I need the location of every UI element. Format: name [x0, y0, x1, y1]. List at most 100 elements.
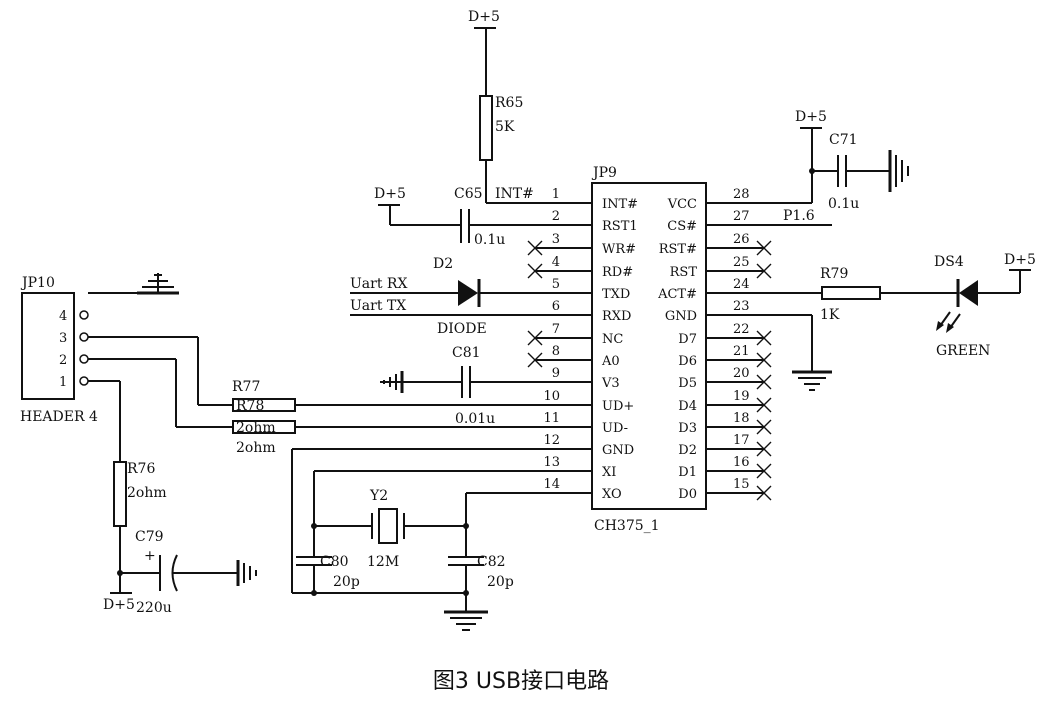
uart-rx-label: Uart RX: [350, 276, 407, 292]
pin-number: 26: [733, 232, 750, 247]
c81-ref: C81: [452, 345, 481, 361]
power-label: D+5: [1004, 252, 1036, 268]
chip-right-pin-numbers: 28 27 26 25 24 23 22 21 20 19 18 17 16 1…: [733, 187, 750, 492]
pin-name: D3: [678, 421, 697, 436]
p16-net-label: P1.6: [783, 208, 815, 224]
pin-name: INT#: [602, 197, 638, 212]
header-body: [21, 292, 75, 400]
d2-value: DIODE: [437, 321, 487, 337]
pin-name: D7: [678, 332, 697, 347]
header-pin-label: 2: [59, 353, 67, 368]
pin-number: 22: [733, 322, 750, 337]
pin-number: 23: [733, 299, 750, 314]
pin-number: 4: [552, 255, 560, 270]
header-pin-label: 3: [59, 331, 67, 346]
pin-number: 13: [543, 455, 560, 470]
pin-name: RD#: [602, 265, 633, 280]
pin-number: 1: [552, 187, 560, 202]
pin-name: D1: [678, 465, 697, 480]
c71-value: 0.1u: [828, 196, 859, 212]
pin-name: A0: [601, 354, 620, 369]
no-connect-markers: [527, 240, 772, 501]
ds4-ref: DS4: [934, 254, 964, 270]
r65-value: 5K: [495, 119, 515, 135]
pin-name: XO: [602, 487, 622, 502]
pin-number: 18: [733, 411, 750, 426]
chip-left-pin-names: INT# RST1 WR# RD# TXD RXD NC A0 V3 UD+ U…: [601, 197, 638, 502]
pin-number: 20: [733, 366, 750, 381]
crystal-network: Y2 12M C80 20p C82 20p: [291, 448, 514, 631]
pin-number: 19: [733, 389, 750, 404]
figure-caption: 图3 USB接口电路: [433, 669, 609, 694]
header-pin-label: 4: [59, 309, 67, 324]
pin-name: D6: [678, 354, 697, 369]
y2-ref: Y2: [369, 488, 388, 504]
pin-name: V3: [601, 376, 620, 391]
r76-value: 2ohm: [127, 485, 167, 501]
header-name: HEADER 4: [20, 409, 98, 425]
c80-ref: C80: [320, 554, 349, 570]
pin-number: 14: [543, 477, 560, 492]
c79-polarity: +: [144, 548, 156, 564]
r79-value: 1K: [820, 307, 840, 323]
r78-value2: 2ohm: [236, 440, 276, 456]
c82-ref: C82: [477, 554, 506, 570]
pin-number: 28: [733, 187, 750, 202]
vcc-c71-branch: D+5 C71 0.1u: [795, 109, 909, 212]
ud-plus-path: R77 R78: [88, 336, 512, 414]
pin-name: D0: [678, 487, 697, 502]
r78-ref: R78: [236, 398, 264, 414]
pin-number: 27: [733, 209, 750, 224]
c79-branch: C79 + 220u: [120, 529, 257, 616]
pin-name: UD+: [602, 399, 634, 414]
c65-value: 0.1u: [474, 232, 505, 248]
pin-name: RST: [670, 265, 698, 280]
c65-ref: C65: [454, 186, 483, 202]
pin-number: 12: [543, 433, 560, 448]
pin-name: CS#: [667, 219, 697, 234]
pin-name: TXD: [602, 287, 630, 302]
pin-name: D4: [678, 399, 697, 414]
ud-minus-path: 2ohm 2ohm: [88, 358, 512, 456]
act-led-branch: D+5 R79 1K DS4 GREEN: [820, 252, 1036, 359]
chip-right-pins: [706, 202, 832, 494]
pin-name: RST1: [602, 219, 638, 234]
c81-branch: C81 0.01u: [380, 345, 512, 427]
pin-number: 10: [543, 389, 560, 404]
pin-number: 25: [733, 255, 750, 270]
jp10-header: JP10 HEADER 4 4 3 2 1: [20, 275, 98, 425]
pin-number: 16: [733, 455, 750, 470]
pin-name: RST#: [659, 242, 697, 257]
header-ref: JP10: [20, 275, 55, 291]
r78-value: 2ohm: [236, 420, 276, 436]
pin-number: 3: [552, 232, 560, 247]
pin-number: 6: [552, 299, 560, 314]
r65-branch: D+5 R65 5K INT#: [468, 9, 534, 204]
pin-name: VCC: [667, 197, 697, 212]
c79-value: 220u: [136, 600, 172, 616]
pin-name: GND: [602, 443, 634, 458]
r76-resistor: [113, 461, 127, 527]
pin-number: 2: [552, 209, 560, 224]
pin-name: UD-: [602, 421, 628, 436]
uart-d2-branch: Uart RX Uart TX D2 DIODE: [350, 256, 512, 337]
chip-left-pins: [512, 202, 592, 494]
ch375-body: [591, 182, 707, 510]
pin-name: RXD: [602, 309, 631, 324]
uart-tx-label: Uart TX: [350, 298, 406, 314]
header-pin1-path: R76 2ohm D+5: [88, 380, 167, 613]
r79-ref: R79: [820, 266, 848, 282]
pin-name: ACT#: [657, 287, 697, 302]
c82-value: 20p: [487, 574, 514, 590]
pin-number: 5: [552, 277, 560, 292]
pin-name: D2: [678, 443, 697, 458]
pin-name: WR#: [602, 242, 636, 257]
r65-ref: R65: [495, 95, 523, 111]
c80-value: 20p: [333, 574, 360, 590]
d2-ref: D2: [433, 256, 453, 272]
pin-number: 7: [552, 322, 560, 337]
pin-name: XI: [602, 465, 616, 480]
header-pin4-ground: [88, 273, 179, 295]
pin-number: 11: [543, 411, 560, 426]
